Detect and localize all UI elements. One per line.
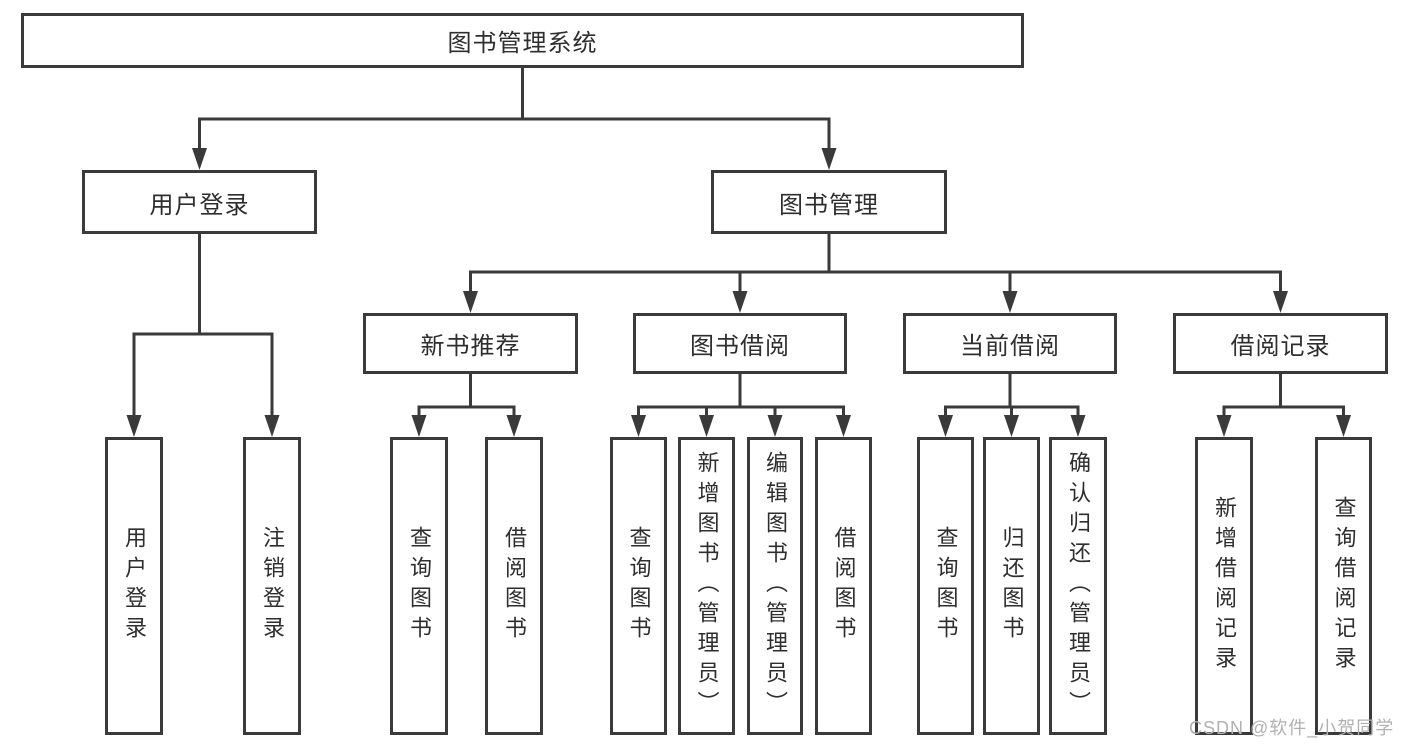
node-label-user-login: 用户登录: [149, 191, 250, 219]
node-cb-confirm: 确认归还（管理员）: [1049, 437, 1107, 735]
node-nb-borrow: 借阅图书: [485, 437, 543, 735]
arrowhead-down-icon: [1336, 415, 1351, 437]
edge-root: [192, 67, 837, 170]
node-label-book-borrow: 图书借阅: [690, 333, 790, 360]
arrowhead-down-icon: [264, 415, 280, 437]
node-leaf-logout: 注销登录: [243, 437, 301, 735]
edge-current-borrow: [938, 373, 1086, 437]
node-current-borrow: 当前借阅: [903, 313, 1117, 374]
node-br-add: 新增借阅记录: [1195, 437, 1253, 735]
node-user-login: 用户登录: [82, 170, 317, 234]
arrowhead-down-icon: [411, 415, 427, 437]
node-cb-return: 归还图书: [983, 437, 1040, 735]
node-bb-query: 查询图书: [610, 437, 667, 735]
node-label-current-borrow: 当前借阅: [960, 333, 1060, 360]
node-label-leaf-user-login: 用户登录: [122, 526, 147, 646]
arrowhead-down-icon: [732, 291, 748, 313]
node-label-cb-query: 查询图书: [933, 526, 959, 646]
node-br-query: 查询借阅记录: [1315, 437, 1372, 735]
node-bb-add: 新增图书（管理员）: [678, 437, 735, 735]
node-label-book-mgmt: 图书管理: [779, 191, 879, 219]
edge-user-login: [126, 233, 280, 437]
node-label-borrow-record: 借阅记录: [1230, 333, 1331, 360]
arrowhead-down-icon: [1002, 291, 1018, 313]
node-label-nb-query: 查询图书: [407, 526, 432, 646]
node-label-cb-confirm: 确认归还（管理员）: [1066, 451, 1091, 721]
node-cb-query: 查询图书: [917, 437, 974, 735]
node-bb-borrow: 借阅图书: [815, 437, 872, 735]
node-label-new-book: 新书推荐: [420, 333, 521, 360]
csdn-watermark: CSDN @软件_小贺同学: [1189, 718, 1395, 738]
arrowhead-down-icon: [126, 415, 142, 437]
arrowhead-down-icon: [1004, 415, 1019, 437]
edge-book-mgmt: [463, 233, 1288, 313]
node-label-nb-borrow: 借阅图书: [502, 526, 527, 646]
node-label-leaf-logout: 注销登录: [260, 526, 285, 646]
node-label-br-query: 查询借阅记录: [1331, 496, 1357, 676]
arrowhead-down-icon: [836, 415, 851, 437]
node-root: 图书管理系统: [21, 13, 1024, 68]
node-label-bb-borrow: 借阅图书: [831, 526, 857, 646]
node-bb-edit: 编辑图书（管理员）: [747, 437, 803, 735]
arrowhead-down-icon: [506, 415, 522, 437]
node-label-root: 图书管理系统: [447, 30, 598, 57]
node-label-cb-return: 归还图书: [999, 526, 1025, 646]
node-book-borrow: 图书借阅: [633, 313, 847, 374]
arrowhead-down-icon: [631, 415, 646, 437]
node-new-book: 新书推荐: [363, 313, 578, 374]
node-nb-query: 查询图书: [390, 437, 448, 735]
edge-new-book: [411, 373, 522, 437]
node-label-bb-query: 查询图书: [626, 526, 652, 646]
arrowhead-down-icon: [1273, 291, 1288, 313]
edge-book-borrow: [631, 373, 851, 437]
node-leaf-user-login: 用户登录: [105, 437, 163, 735]
arrowhead-down-icon: [821, 148, 837, 170]
arrowhead-down-icon: [1070, 415, 1086, 437]
node-label-bb-add: 新增图书（管理员）: [694, 451, 720, 721]
arrowhead-down-icon: [767, 415, 783, 437]
arrowhead-down-icon: [463, 291, 478, 313]
node-borrow-record: 借阅记录: [1173, 313, 1388, 374]
arrowhead-down-icon: [699, 415, 714, 437]
node-label-br-add: 新增借阅记录: [1212, 496, 1237, 676]
arrowhead-down-icon: [192, 148, 207, 170]
node-book-mgmt: 图书管理: [711, 170, 947, 234]
arrowhead-down-icon: [938, 415, 953, 437]
arrowhead-down-icon: [1216, 415, 1232, 437]
node-label-bb-edit: 编辑图书（管理员）: [763, 451, 788, 721]
edge-borrow-record: [1216, 373, 1351, 437]
